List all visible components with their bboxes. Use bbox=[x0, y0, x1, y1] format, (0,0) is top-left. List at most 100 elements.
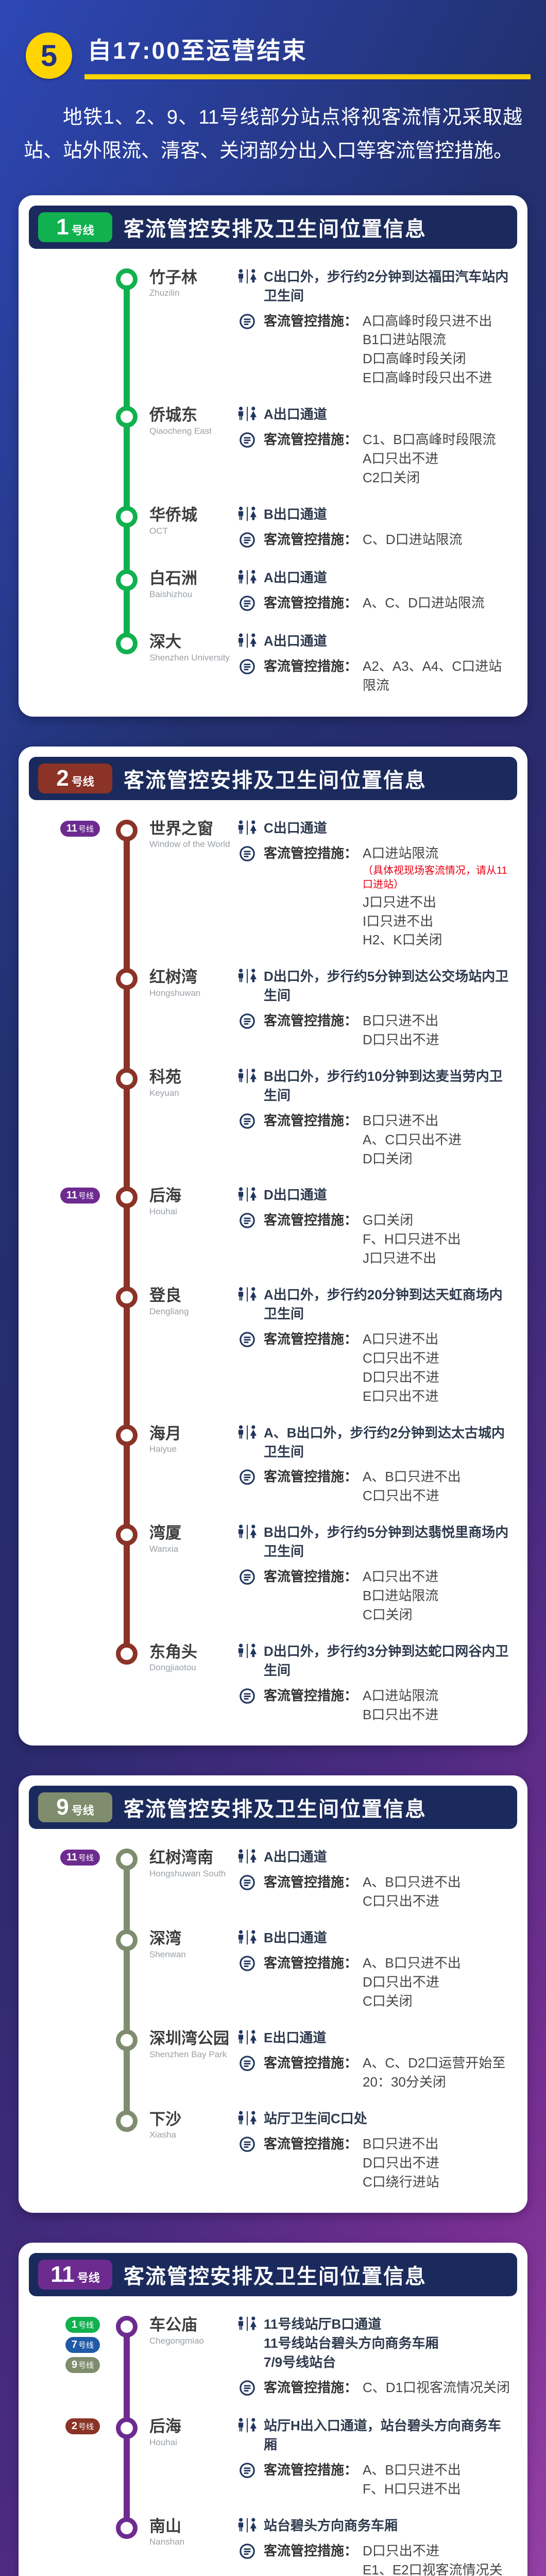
toilet-icon bbox=[236, 1067, 259, 1086]
control-measures-label: 客流管控措施： bbox=[264, 2462, 358, 2478]
station-dot bbox=[116, 268, 138, 290]
station-dot-col bbox=[106, 1848, 147, 1871]
station-dot-col bbox=[106, 405, 147, 428]
station-dot-col bbox=[106, 967, 147, 990]
info-block-toilet: B出口通道 bbox=[236, 505, 514, 524]
interchange-badges bbox=[29, 568, 106, 570]
control-icon bbox=[236, 1467, 259, 1488]
interchange-badges bbox=[29, 405, 106, 407]
station-name-en: Shenzhen Bay Park bbox=[149, 2049, 227, 2059]
info-block-toilet: C出口通道 bbox=[236, 819, 514, 838]
control-icon bbox=[236, 2461, 259, 2481]
control-measure-item: B口只进不出 bbox=[363, 1112, 439, 1128]
station-info: B出口通道客流管控措施：C、D口进站限流 bbox=[236, 505, 515, 551]
toilet-info-line: A、B出口外，步行约2分钟到达太古城内卫生间 bbox=[264, 1425, 505, 1460]
control-measure-item: D口高峰时段关闭 bbox=[363, 351, 466, 367]
info-block-toilet: A出口通道 bbox=[236, 405, 514, 424]
control-measures-label: 客流管控措施： bbox=[264, 1569, 358, 1585]
station-name-en: Hongshuwan South bbox=[149, 1869, 226, 1879]
line-suffix-label: 号线 bbox=[77, 2272, 100, 2285]
control-measure-item: J口只进不出 bbox=[363, 1250, 437, 1266]
control-measure-item: A、B口只进不出 bbox=[363, 1955, 461, 1971]
station-name: 世界之窗 bbox=[149, 819, 213, 838]
station-name-en: Xiasha bbox=[149, 2130, 176, 2140]
info-block-control: 客流管控措施：A、C、D2口运营开始至20：30分关闭 bbox=[236, 2054, 514, 2092]
toilet-icon bbox=[236, 632, 259, 651]
station-dot bbox=[116, 1929, 138, 1952]
info-block-control: 客流管控措施：A2、A3、A4、C口进站限流 bbox=[236, 657, 514, 695]
station-dot bbox=[116, 1849, 138, 1871]
toilet-info-text: 站厅卫生间C口处 bbox=[264, 2109, 367, 2128]
station-name-en: Zhuzilin bbox=[149, 288, 180, 298]
badge-line-suffix: 号线 bbox=[78, 824, 94, 834]
station-dot-col bbox=[106, 1185, 147, 1209]
control-measure-item: C口只出不进 bbox=[363, 1488, 439, 1504]
toilet-info-line: A出口通道 bbox=[264, 569, 327, 585]
control-measure-item: C口关闭 bbox=[363, 1606, 413, 1622]
route-line bbox=[124, 277, 130, 646]
line-suffix-label: 号线 bbox=[71, 224, 94, 237]
toilet-info-text: C出口通道 bbox=[264, 819, 327, 838]
toilet-info-line: 11号线站台碧头方向商务车厢 bbox=[264, 2335, 439, 2351]
badge-line-number: 11 bbox=[66, 822, 77, 834]
control-measures-label: 客流管控措施： bbox=[264, 1469, 358, 1485]
control-icon bbox=[236, 430, 259, 451]
station-dot-col bbox=[106, 1642, 147, 1665]
control-measure-item: A口只出不进 bbox=[363, 451, 439, 467]
station-name: 下沙 bbox=[149, 2110, 181, 2128]
station-dot-col bbox=[106, 568, 147, 591]
info-block-toilet: A出口外，步行约20分钟到达天虹商场内卫生间 bbox=[236, 1285, 514, 1324]
toilet-info-text: D出口外，步行约3分钟到达蛇口网谷内卫生间 bbox=[264, 1642, 514, 1680]
badge-line-number: 2 bbox=[71, 2420, 77, 2432]
control-measure-item: E口高峰时段只出不进 bbox=[363, 370, 492, 386]
station-name-col: 下沙 Xiasha bbox=[147, 2109, 236, 2141]
toilet-icon bbox=[236, 1642, 259, 1661]
badge-line-suffix: 号线 bbox=[78, 2422, 94, 2432]
badge-line-number: 9 bbox=[71, 2359, 77, 2371]
toilet-icon bbox=[236, 1523, 259, 1542]
control-measure-item: C口只出不进 bbox=[363, 1893, 439, 1909]
section-header: 5 自17:00至运营结束 bbox=[0, 0, 546, 79]
station-name: 车公庙 bbox=[149, 2316, 197, 2334]
control-measures-lines: A、B口只进不出 C口只出不进 bbox=[363, 1467, 461, 1505]
control-measure-item: A、B口只进不出 bbox=[363, 1469, 461, 1485]
control-measures-lines: C、D1口视客流情况关闭 bbox=[363, 2378, 510, 2397]
control-measure-item: B口只进不出 bbox=[363, 2136, 439, 2151]
control-measures-label: 客流管控措施： bbox=[264, 1687, 358, 1703]
card-title: 客流管控安排及卫生间位置信息 bbox=[124, 769, 426, 792]
toilet-info-text: 站台碧头方向商务车厢 bbox=[264, 2516, 398, 2535]
control-measure-item: A、C、D2口运营开始至20：30分关闭 bbox=[363, 2055, 506, 2090]
control-icon bbox=[236, 312, 259, 332]
control-measures-label: 客流管控措施： bbox=[264, 313, 358, 329]
toilet-info-text: D出口通道 bbox=[264, 1185, 327, 1205]
control-icon bbox=[236, 1111, 259, 1132]
control-measure-item: A口进站限流 bbox=[363, 1687, 439, 1703]
interchange-badges bbox=[29, 267, 106, 269]
toilet-icon bbox=[236, 967, 259, 986]
